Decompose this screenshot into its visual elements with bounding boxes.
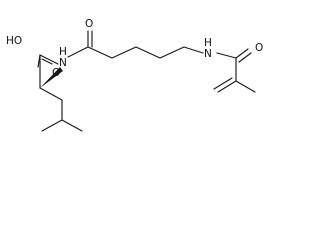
bond-carbonyl2-o-a [235,48,249,59]
atom-label-acid-o: O [52,67,60,79]
molecule-structure: HO O N H O N H O [6,18,263,132]
atom-label-acid-oh: HO [6,35,22,47]
bond-ch-me2 [61,119,83,132]
bond-chain-5 [183,46,204,54]
bond-chain-2 [111,46,137,59]
atom-label-amide1-n: N [59,57,67,69]
bond-alkene-ch2-b [213,77,233,90]
bond-nh-carbonyl1 [67,46,89,58]
atom-label-amide2-o: O [255,42,263,54]
structure-canvas: HO O N H O N H O [6,18,263,132]
atom-label-amide2-n: N [204,48,212,60]
bond-alpha-ch2 [39,87,63,101]
bond-ch-me1 [41,119,63,132]
bond-nh2-carbonyl2 [216,52,237,59]
bond-acid-c-o-double-b [41,58,53,65]
bond-carbonyl2-o-b [238,52,252,63]
bond-alkene-methyl [235,80,256,93]
bond-chain-3 [135,46,161,59]
atom-label-amide2-h: H [204,37,212,49]
bond-acid-c-o-double-a [39,54,59,65]
atom-label-amide1-o: O [85,18,93,30]
atom-label-amide1-h: H [59,46,67,58]
bond-alkene-ch2-a [217,80,237,93]
bond-alpha-nh-wedge [40,67,63,88]
bond-chain-4 [159,46,185,59]
bond-chain-1 [87,46,113,59]
